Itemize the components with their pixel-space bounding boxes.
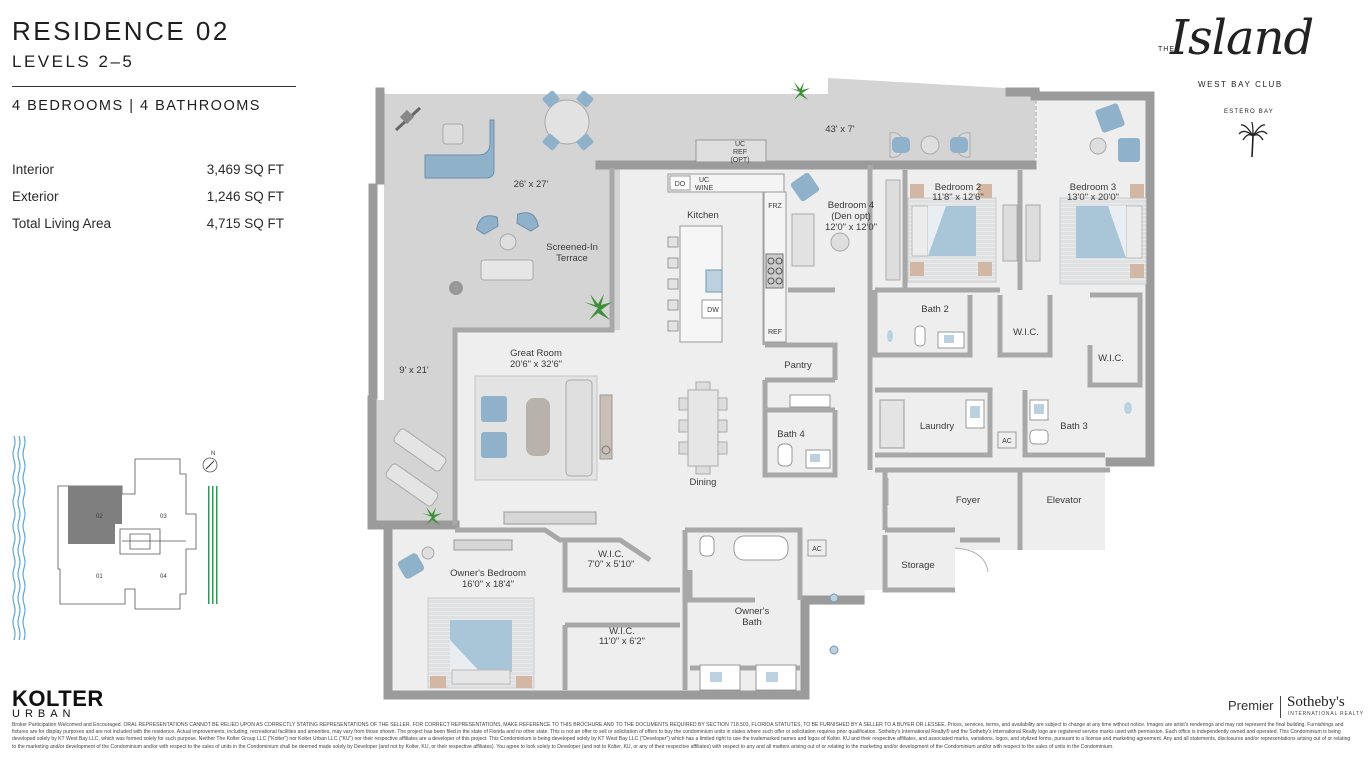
owners-bedroom-label: Owner's Bedroom [450,568,526,579]
stat-value: 1,246 SQ FT [206,189,284,204]
ac1-label: AC [1002,438,1012,445]
keyplan-unit-03: 03 [160,514,167,520]
screened-terrace-label: Screened-In [546,242,598,253]
residence-title: RESIDENCE 02 [12,16,230,46]
brand-divider [1280,696,1281,718]
bedroom2-label: Bedroom 2 [935,182,981,193]
kitchen-fixtures [667,139,787,343]
stat-label: Total Living Area [12,216,112,231]
foyer-label: Foyer [956,495,980,506]
laundry-fixtures [879,399,985,449]
wic-a-label: W.I.C. [1013,327,1039,338]
uc-ref-label: UC [735,141,745,148]
brokerage-logo: Sotheby's [1287,694,1345,710]
storage-label: Storage [901,560,934,571]
do-label: DO [675,181,686,188]
bedroom4-opt: (Den opt) [831,211,871,222]
bedroom3-furniture [1025,184,1147,285]
brokerage-sub: INTERNATIONAL REALTY [1288,711,1364,717]
bath2-label: Bath 2 [921,304,948,315]
wic-owner2-label: W.I.C. [609,626,635,637]
stat-exterior: Exterior 1,246 SQ FT [12,189,284,204]
screened-terrace-dim: 26' x 27' [514,179,549,190]
frz-label: FRZ [768,203,782,210]
logo-the: THE [1158,46,1175,53]
uc-wine-label2: WINE [695,185,714,192]
bath3-label: Bath 3 [1060,421,1087,432]
bed-bath-count: 4 BEDROOMS | 4 BATHROOMS [12,98,261,114]
developer-logo-sub: URBAN [12,708,76,720]
wic-owner1-label: W.I.C. [598,549,624,560]
screened-terrace-label2: Terrace [556,253,588,264]
bedroom4-dim: 12'0" x 12'0" [825,222,877,233]
owners-bedroom-furniture [397,539,535,689]
bath4-label: Bath 4 [777,429,804,440]
bedroom4-furniture [790,172,901,281]
keyplan-unit-02: 02 [96,514,103,520]
bedroom4-label: Bedroom 4 [828,200,874,211]
laundry-label: Laundry [920,421,955,432]
keyplan-unit-01: 01 [96,574,103,580]
logo-club: WEST BAY CLUB [1198,80,1283,89]
dw-label: DW [707,307,719,314]
uc-wine-label: UC [699,177,709,184]
keyplan-unit-highlight [68,486,122,544]
bedroom2-furniture [907,184,1018,283]
elevator-label: Elevator [1047,495,1082,506]
wic-owner2-dim: 11'0" x 6'2" [599,636,645,647]
great-room-dim: 20'6" x 32'6" [510,359,562,370]
stat-label: Interior [12,162,55,177]
stat-value: 4,715 SQ FT [206,216,284,231]
stat-value: 3,469 SQ FT [206,162,284,177]
uc-ref-label2: REF [733,149,747,156]
kitchen-label: Kitchen [687,210,719,221]
legal-disclaimer: Broker Participation Welcomed and Encour… [12,722,1351,750]
bedroom3-label: Bedroom 3 [1070,182,1116,193]
owners-bath-label2: Bath [742,617,762,628]
logo-island: Island [1170,10,1314,66]
water-lines [12,435,26,641]
logo-location: ESTERO BAY [1224,109,1274,115]
side-terrace-dim: 9' x 21' [399,365,429,376]
keyplan: 02 03 01 04 N [12,435,218,641]
premier-label: Premier [1228,698,1274,713]
great-room-furniture [474,375,728,525]
plant-icons [422,82,810,525]
pantry-label: Pantry [784,360,812,371]
bath-fixtures [699,325,1132,691]
keyplan-unit-04: 04 [160,574,167,580]
dining-label: Dining [690,477,717,488]
ref-label: REF [768,329,782,336]
ac2-label: AC [812,546,822,553]
stat-interior: Interior 3,469 SQ FT [12,162,284,177]
owners-bedroom-dim: 16'0" x 18'4" [462,579,514,590]
palm-tree-icon [1238,122,1268,158]
title-divider [12,86,296,87]
levels-subtitle: LEVELS 2–5 [12,52,135,71]
bedroom3-dim: 13'0" x 20'0" [1067,192,1119,203]
terrace-top-dim: 43' x 7' [825,124,855,135]
compass-icon: N [202,451,218,473]
stat-label: Exterior [12,189,59,204]
terrace-area [368,78,1040,525]
great-room-label: Great Room [510,348,562,359]
wic-owner1-dim: 7'0" x 5'10" [588,559,635,570]
bedroom2-dim: 11'8" x 12'6" [932,192,983,203]
uc-ref-label3: (OPT) [730,157,749,164]
stat-total: Total Living Area 4,715 SQ FT [12,216,284,231]
terrace-furniture [385,90,1140,507]
developer-logo: KOLTER [12,686,104,711]
compass-north: N [211,451,215,457]
wic-b-label: W.I.C. [1098,353,1124,364]
owners-bath-label: Owner's [735,606,770,617]
